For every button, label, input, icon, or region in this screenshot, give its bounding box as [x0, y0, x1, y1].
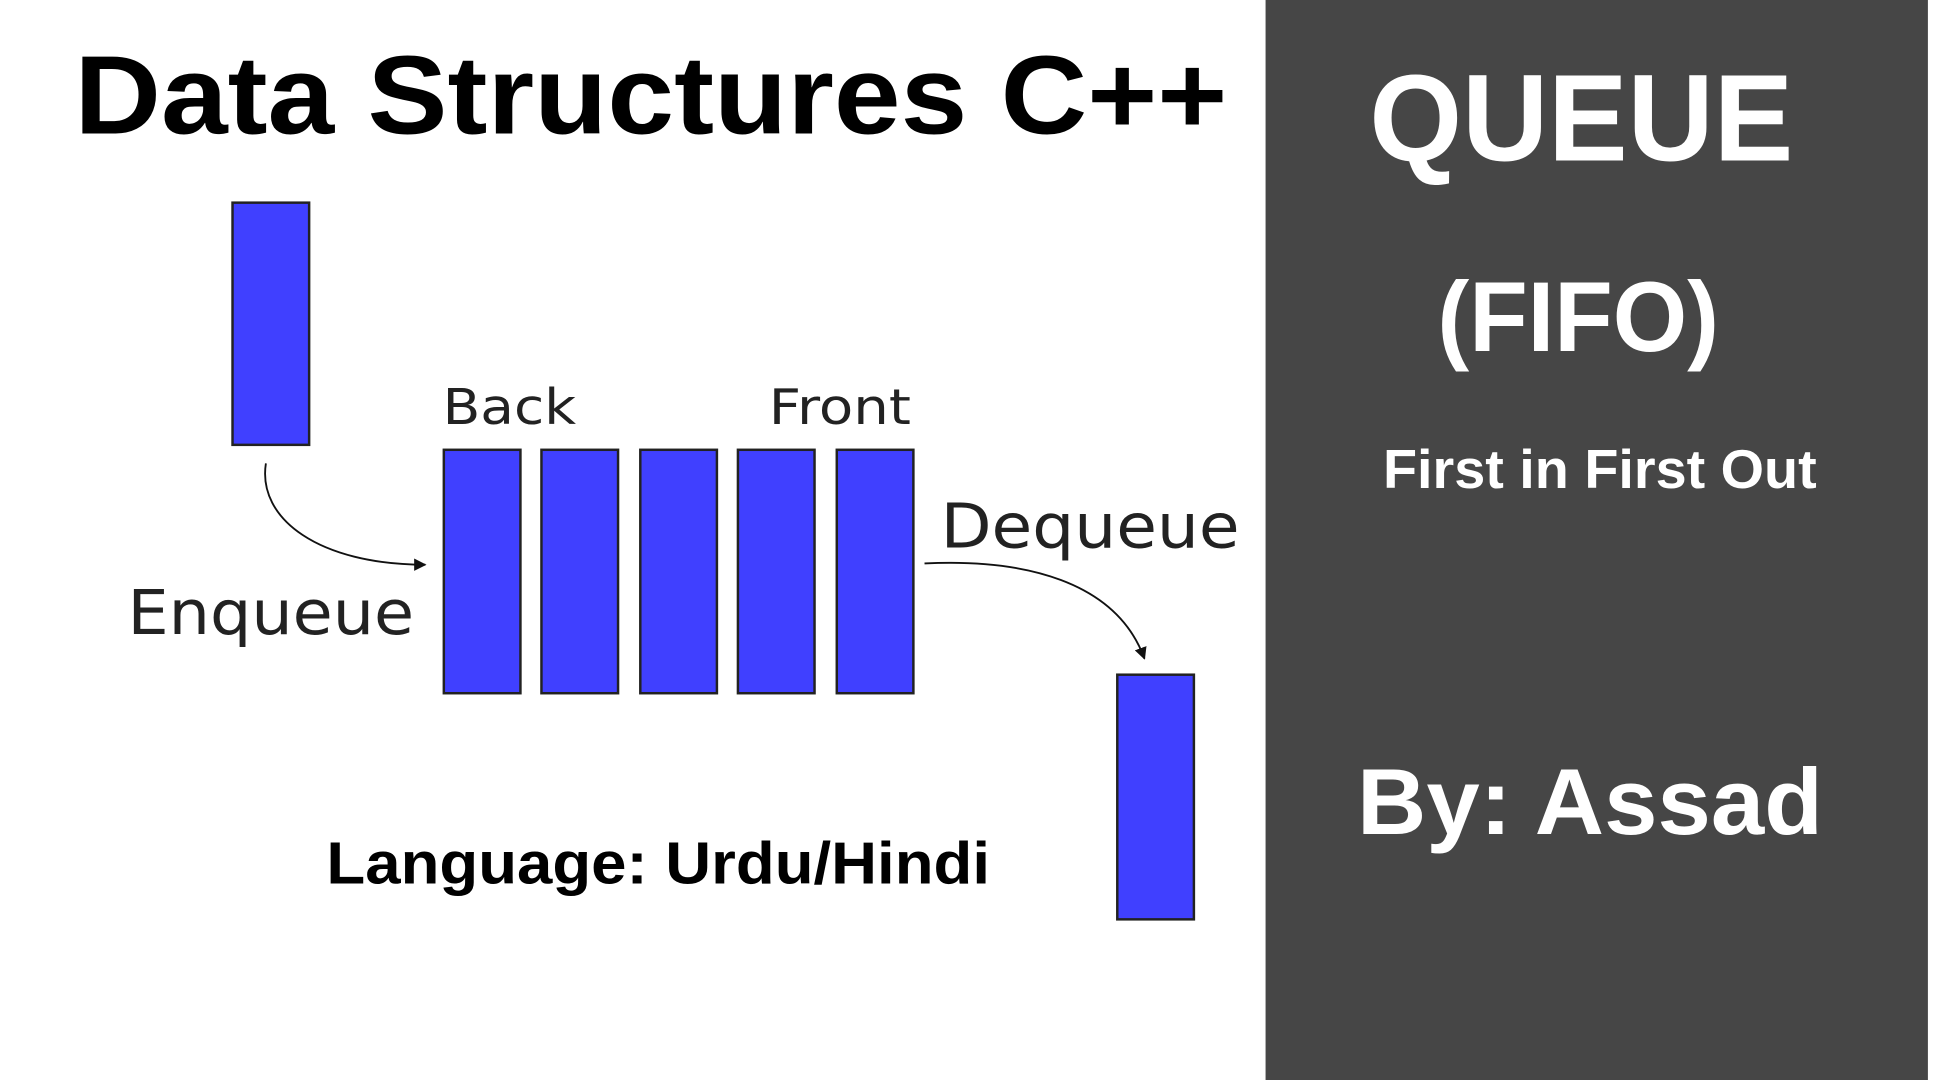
- author-label: By: Assad: [1357, 749, 1823, 854]
- queue-block: [442, 448, 522, 695]
- panel-subtitle: First in First Out: [1383, 439, 1817, 500]
- dequeue-arrow-icon: [924, 561, 1147, 660]
- language-label: Language: Urdu/Hindi: [326, 830, 990, 897]
- queue-diagram: [231, 201, 1196, 921]
- enqueue-label: Enqueue: [127, 577, 414, 649]
- incoming-block: [231, 201, 311, 447]
- outgoing-block: [1116, 673, 1196, 921]
- panel-heading: QUEUE: [1369, 50, 1793, 188]
- back-label: Back: [443, 378, 577, 436]
- info-panel: [1265, 0, 1928, 1080]
- queue-block: [835, 448, 915, 695]
- page-title: Data Structures C++: [74, 32, 1227, 157]
- queue-block: [540, 448, 620, 695]
- white-area: [10, 0, 1266, 1080]
- queue-block: [639, 448, 719, 695]
- dequeue-label: Dequeue: [941, 490, 1240, 562]
- enqueue-arrow-icon: [264, 463, 427, 571]
- queue-block: [736, 448, 816, 695]
- front-label: Front: [769, 378, 911, 436]
- panel-acronym: (FIFO): [1437, 262, 1719, 372]
